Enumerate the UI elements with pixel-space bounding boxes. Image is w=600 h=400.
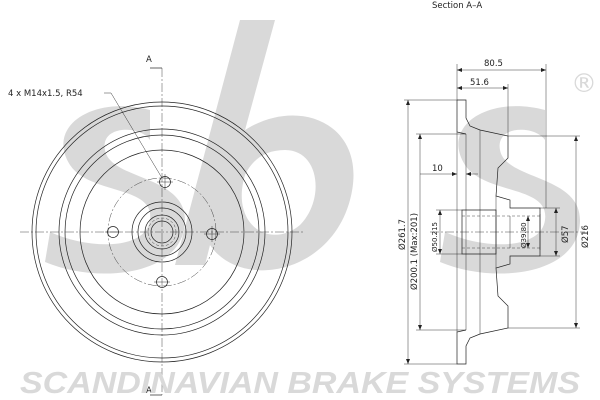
hub-flange-ring (79, 149, 245, 315)
front-view: A A 4 x M14x1.5, R54 (8, 55, 305, 396)
dim-hub-bore-inner-label: Ø39.80 (520, 222, 528, 248)
dim-outer-diameter-label: Ø261.7 (397, 219, 408, 250)
hub-bore-dashed (147, 217, 177, 247)
section-title: Section A–A (432, 1, 482, 11)
dim-drum-inner: Ø200.1 (Max:201) (409, 133, 466, 331)
drum-outer-edge-inner (35, 105, 289, 359)
section-label-top: A (146, 55, 152, 65)
dim-hub-bore-outer: Ø50.215 (431, 209, 462, 255)
dim-rim-diameter: Ø216 (508, 135, 591, 329)
dim-flange-label: 10 (432, 164, 443, 174)
bolt-callout-text: 4 x M14x1.5, R54 (8, 89, 83, 99)
hub-inner (144, 214, 180, 250)
dim-rim-diameter-label: Ø216 (580, 225, 591, 248)
drum-outer-edge (31, 101, 293, 363)
registered-mark: ® (571, 69, 597, 99)
dim-drum-inner-label: Ø200.1 (Max:201) (409, 213, 420, 290)
dim-hub-bore-outer-label: Ø50.215 (431, 222, 439, 252)
section-label-bottom: A (146, 386, 152, 396)
dim-width-inner-label: 51.6 (470, 78, 489, 88)
dim-width-total-label: 80.5 (484, 59, 503, 69)
hub-bore (150, 220, 174, 244)
section-cut-marker: A A (146, 55, 162, 396)
hub-middle (137, 207, 187, 257)
dim-outer-diameter: Ø261.7 (397, 99, 457, 365)
hub-outer (131, 201, 193, 263)
dim-hub-diameter-label: Ø57 (560, 225, 571, 243)
dim-hub-bore-inner: Ø39.80 (520, 216, 530, 248)
dim-width-inner: 51.6 (457, 78, 509, 136)
dim-hub-diameter: Ø57 (540, 207, 571, 257)
section-view: Section A–A 80.5 51.6 (397, 1, 591, 365)
sbs-watermark-logo (45, 20, 580, 274)
friction-surface-inner (64, 134, 260, 330)
friction-surface-outer (58, 128, 266, 336)
bolt-callout: 4 x M14x1.5, R54 (8, 89, 163, 179)
bolt-holes (105, 174, 220, 288)
company-name-watermark: SCANDINAVIAN BRAKE SYSTEMS (20, 365, 580, 400)
dim-flange: 10 (420, 164, 478, 176)
